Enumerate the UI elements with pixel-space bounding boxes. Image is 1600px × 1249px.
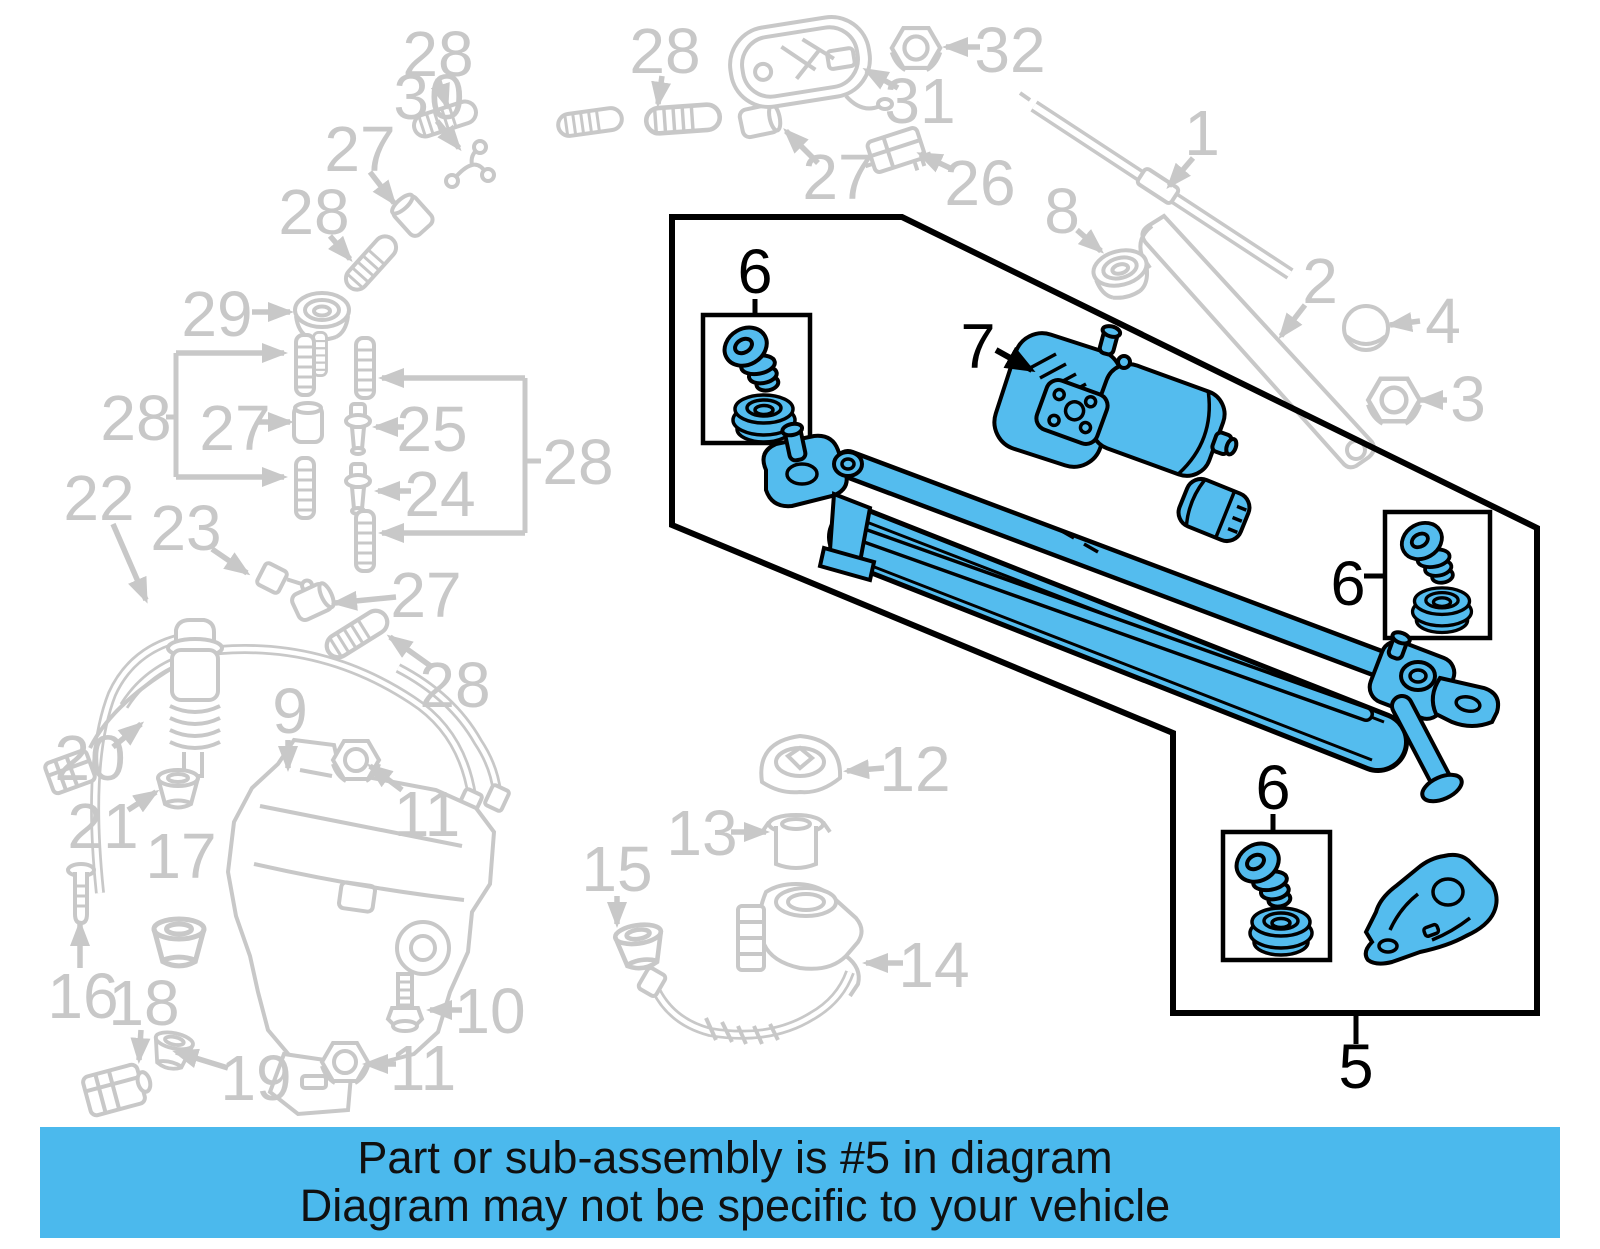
callout-4: 4 — [1425, 285, 1461, 357]
callout-8: 8 — [1044, 175, 1080, 247]
callout-6c: 6 — [1255, 753, 1290, 823]
banner-background — [40, 1127, 1560, 1238]
banner-line2: Diagram may not be specific to your vehi… — [300, 1180, 1170, 1231]
stud-l1 — [294, 333, 316, 397]
nut-11b-part — [320, 1041, 370, 1085]
callout-7: 7 — [960, 312, 995, 382]
callout-17: 17 — [145, 820, 216, 892]
callout-6a: 6 — [737, 237, 772, 307]
black-callouts: 6 6 6 7 5 — [737, 237, 1385, 1102]
callout-3: 3 — [1450, 363, 1486, 435]
washer-hoses — [90, 631, 511, 894]
sleeve-27a — [386, 189, 438, 241]
callout-27: 27 — [324, 113, 395, 185]
callout-28: 28 — [542, 426, 613, 498]
cover-crank-tail — [844, 94, 881, 111]
callout-15: 15 — [581, 833, 652, 905]
info-banner: Part or sub-assembly is #5 in diagram Di… — [40, 1127, 1560, 1238]
grommet-21-part — [156, 768, 200, 810]
callout-29: 29 — [181, 278, 252, 350]
cover-nipple — [876, 97, 894, 111]
callout-9: 9 — [272, 675, 308, 747]
funnel-elbow-part — [736, 881, 864, 998]
callout-27: 27 — [390, 559, 461, 631]
mount-bracket — [1363, 852, 1499, 966]
callout-22: 22 — [63, 462, 134, 534]
callout-2: 2 — [1302, 245, 1338, 317]
pump-plug — [43, 748, 97, 796]
callout-28: 28 — [419, 649, 490, 721]
sleeve-27c-part — [292, 401, 324, 444]
stud-r1 — [354, 336, 376, 400]
callout-10: 10 — [454, 975, 525, 1047]
callout-24: 24 — [404, 458, 475, 530]
y-connector-30 — [444, 139, 496, 189]
connector-24-part — [344, 462, 372, 516]
washer-reservoir-9 — [225, 737, 497, 1117]
sleeve-27d-part — [287, 578, 339, 625]
callout-13: 13 — [666, 797, 737, 869]
callout-28: 28 — [100, 382, 171, 454]
callout-23: 23 — [150, 492, 221, 564]
callout-31: 31 — [884, 65, 955, 137]
callout-19: 19 — [220, 1042, 291, 1114]
leader-brackets — [166, 343, 541, 543]
callout-18: 18 — [108, 967, 179, 1039]
grommet-17-part — [154, 919, 204, 966]
hose-segment-28c — [645, 104, 720, 134]
motor-coupler — [1176, 476, 1252, 544]
wiper-blade-1 — [1018, 91, 1294, 280]
callout-28: 28 — [629, 15, 700, 87]
leader-arrows — [70, 37, 1447, 1074]
grommet-8-part — [1087, 242, 1156, 306]
nut-32-part — [892, 28, 940, 70]
sensor-plug-18-part — [81, 1062, 153, 1118]
background-diagram: 29 28 27 30 28 28 27 31 32 26 1 8 2 4 3 … — [43, 14, 1486, 1118]
callout-30: 30 — [393, 61, 464, 133]
callout-16: 16 — [47, 960, 118, 1032]
highlighted-assembly — [712, 315, 1501, 966]
callout-1: 1 — [1184, 97, 1220, 169]
wiper-motor-7 — [992, 324, 1239, 478]
callout-25: 25 — [396, 393, 467, 465]
nut-3-part — [1368, 379, 1420, 424]
gray-callouts: 29 28 27 30 28 28 27 31 32 26 1 8 2 4 3 … — [47, 14, 1485, 1114]
callout-27: 27 — [802, 141, 873, 213]
motor-cover-31 — [728, 15, 894, 111]
connector-26-part — [864, 126, 933, 174]
hose-segment-28f — [322, 606, 391, 661]
kit-grommet-6c — [1248, 906, 1314, 957]
connector-25-part — [344, 402, 372, 456]
callout-26: 26 — [944, 147, 1015, 219]
hose-14-part — [636, 966, 855, 1045]
callout-21: 21 — [67, 790, 138, 862]
callout-32: 32 — [974, 14, 1045, 86]
callout-7-arrow — [994, 346, 1036, 373]
kit-grommet-6b — [1410, 586, 1474, 635]
callout-27: 27 — [199, 392, 270, 464]
stud-r2 — [354, 509, 376, 573]
callout-28: 28 — [278, 176, 349, 248]
cap-4-part — [1342, 304, 1390, 352]
callout-20: 20 — [54, 722, 125, 794]
stud-l2 — [294, 456, 316, 520]
pin-16-part — [66, 862, 96, 925]
highlight-region-outline — [669, 214, 1540, 1016]
callout-11: 11 — [394, 778, 460, 850]
cap-12-part — [759, 733, 843, 795]
callout-14: 14 — [898, 929, 969, 1001]
callout-11: 11 — [390, 1032, 456, 1104]
callout-6b: 6 — [1330, 549, 1365, 619]
hose-segment-d — [554, 104, 626, 140]
hose-segment-28a — [339, 229, 403, 297]
callout-12: 12 — [879, 733, 950, 805]
callout-28: 28 — [402, 18, 473, 90]
filler-neck-13-part — [760, 813, 832, 870]
wiper-linkage-5 — [761, 421, 1501, 804]
grommet-15-part — [614, 922, 666, 971]
nut-11a-part — [331, 739, 381, 783]
banner-line1: Part or sub-assembly is #5 in diagram — [357, 1132, 1112, 1183]
